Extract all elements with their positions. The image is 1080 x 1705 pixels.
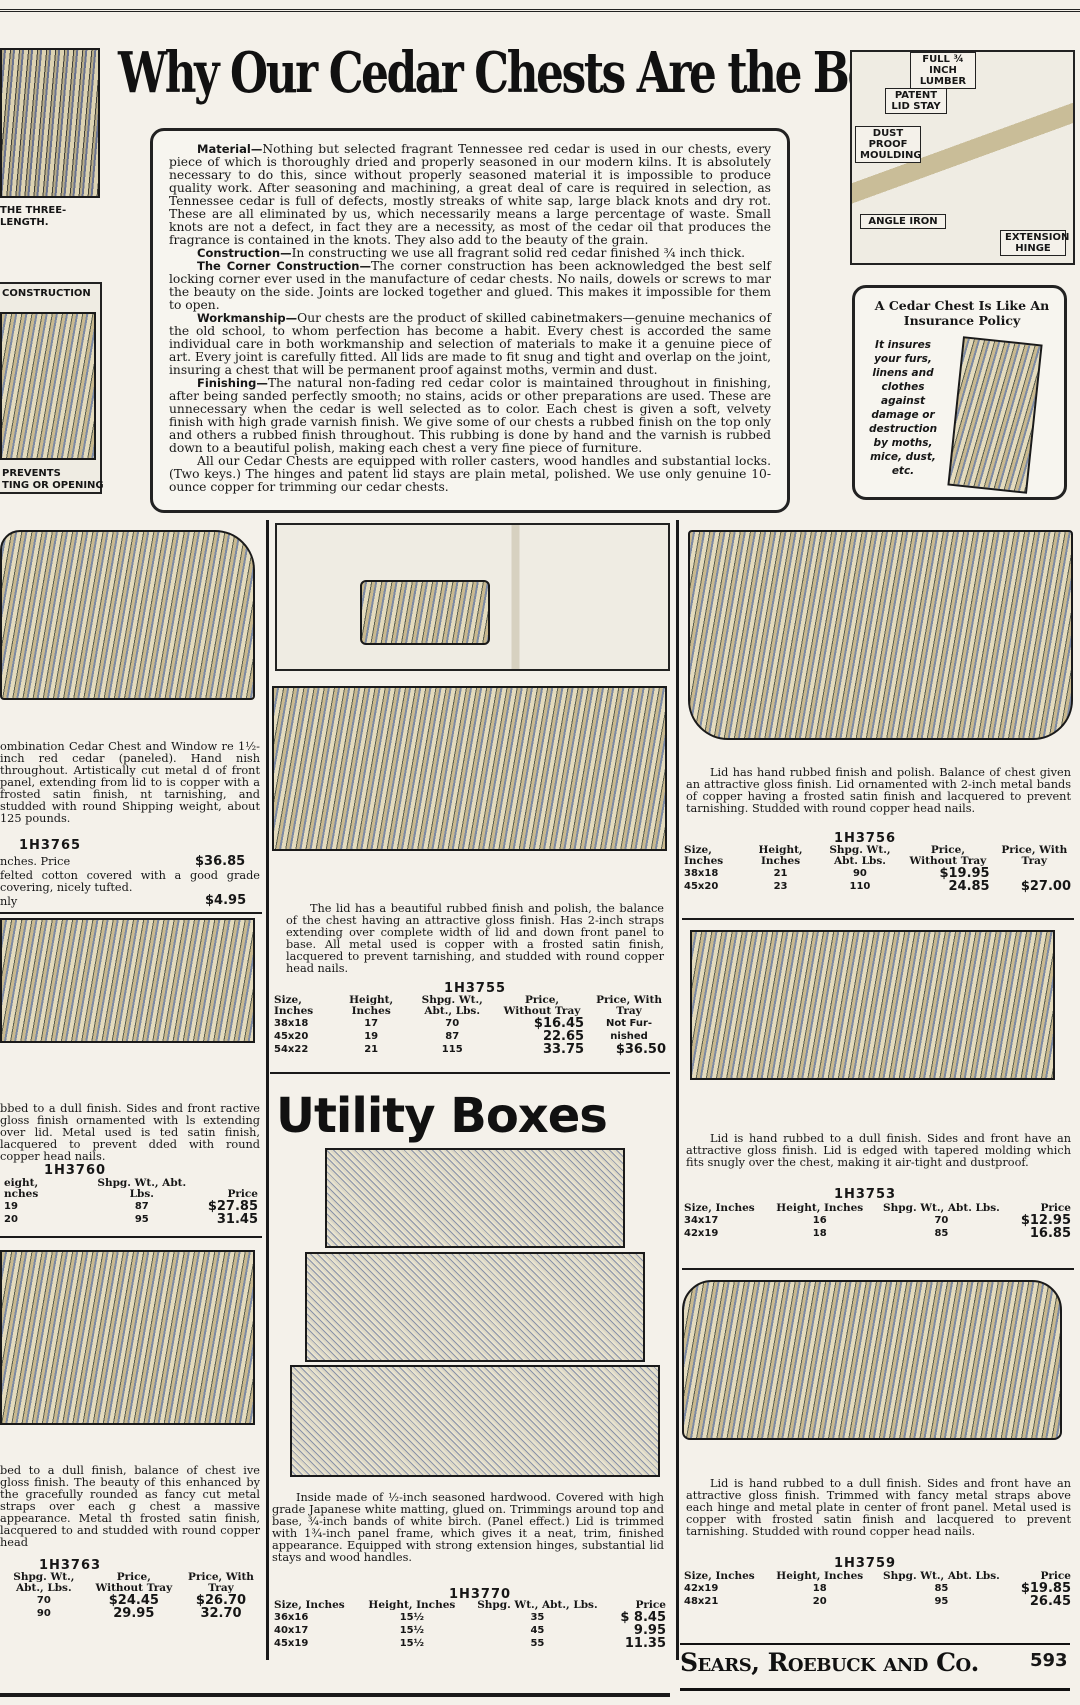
publisher-brand: Sears, Roebuck and Co.: [680, 1648, 979, 1677]
h3756-description: Lid has hand rubbed finish and polish. B…: [686, 766, 1071, 815]
h3759-catalog-number: 1H3759: [833, 1556, 897, 1571]
callout-dust-proof-moulding: DUST PROOF MOULDING: [855, 126, 922, 163]
section-divider: [682, 1268, 1074, 1270]
rounded-chest-illustration: [0, 1250, 255, 1425]
h3753-description: Lid is hand rubbed to a dull finish. Sid…: [686, 1132, 1071, 1169]
window-seat-in-room: [360, 580, 490, 645]
table-row: 70$24.45$26.70: [36, 1593, 247, 1608]
wood-joint-illustration: [0, 312, 96, 460]
page-number: 593: [1030, 1650, 1068, 1671]
scroll-end-chest-illustration: [682, 1280, 1062, 1440]
corner-construction-illustration: [0, 48, 100, 198]
h3765-cushion-label: nly: [0, 895, 18, 908]
section-divider: [0, 912, 262, 914]
h3765-cushion-text: felted cotton covered with a good grade …: [0, 869, 260, 894]
callout-full-inch-lumber: FULL ¾ INCH LUMBER: [910, 52, 976, 89]
h3755-description: The lid has a beautiful rubbed finish an…: [286, 902, 664, 975]
banded-chest-illustration: [272, 686, 667, 851]
h3756-catalog-number: 1H3756: [833, 831, 897, 846]
column-divider: [676, 520, 679, 1660]
utility-box-small: [325, 1148, 625, 1248]
utility-box-medium: [305, 1252, 645, 1362]
h3765-catalog-number: 1H3765: [18, 838, 82, 853]
top-border: [0, 0, 1080, 12]
h3760-catalog-number: 1H3760: [43, 1163, 107, 1178]
diagram-label: TING OR OPENING: [2, 480, 104, 491]
diagram-label: LENGTH.: [0, 217, 49, 228]
diagram-label: THE THREE-: [0, 205, 67, 216]
paneled-chest-illustration: [0, 918, 255, 1043]
h3765-price-label: nches. Price: [0, 855, 71, 868]
plain-chest-illustration: [690, 930, 1055, 1080]
equipment-paragraph: All our Cedar Chests are equipped with r…: [169, 454, 771, 494]
policy-document-illustration: [947, 336, 1043, 494]
material-paragraph: Material—Nothing but selected fragrant T…: [169, 142, 771, 247]
h3763-catalog-number: 1H3763: [38, 1558, 102, 1573]
h3763-spec-table: Shpg. Wt., Abt., Lbs.Price, Without Tray…: [0, 1572, 262, 1621]
window-seat-chest-illustration: [0, 530, 255, 700]
diagram-label: CONSTRUCTION: [2, 288, 91, 299]
section-divider: [270, 1072, 670, 1074]
h3759-description: Lid is hand rubbed to a dull finish. Sid…: [686, 1477, 1071, 1538]
h3756-spec-table: Size, Inches Height, Inches Shpg. Wt., A…: [680, 845, 1075, 894]
h3755-catalog-number: 1H3755: [443, 981, 507, 996]
insurance-text: It insures your furs, linens and clothes…: [868, 339, 938, 477]
construction-paragraph: Construction—In constructing we use all …: [197, 246, 746, 260]
h3755-spec-table: Size, Inches Height, Inches Shpg. Wt., A…: [270, 995, 670, 1057]
callout-extension-hinge: EXTENSION HINGE: [1000, 230, 1069, 256]
footer-rule: [680, 1643, 1070, 1645]
h3770-catalog-number: 1H3770: [448, 1587, 512, 1602]
utility-box-large: [290, 1365, 660, 1477]
h3765-description: ombination Cedar Chest and Window re 1½-…: [0, 740, 260, 825]
cabriole-leg-chest-illustration: [688, 530, 1073, 740]
bottom-border: [0, 1693, 670, 1697]
callout-patent-lid-stay: PATENT LID STAY: [885, 88, 947, 114]
h3760-description: bbed to a dull finish. Sides and front r…: [0, 1102, 260, 1163]
workmanship-paragraph: Workmanship—Our chests are the product o…: [169, 311, 771, 377]
callout-angle-iron: ANGLE IRON: [860, 214, 946, 229]
insurance-policy-box: A Cedar Chest Is Like An Insurance Polic…: [852, 285, 1067, 500]
h3765-price: $36.85: [195, 854, 246, 869]
utility-boxes-title: Utility Boxes: [276, 1088, 608, 1144]
page-title: Why Our Cedar Chests Are the Best: [118, 40, 915, 106]
section-divider: [0, 1236, 262, 1238]
intro-text-panel: Material—Nothing but selected fragrant T…: [150, 128, 790, 513]
insurance-title: A Cedar Chest Is Like An Insurance Polic…: [874, 298, 1050, 328]
h3753-catalog-number: 1H3753: [833, 1187, 897, 1202]
diagram-label: PREVENTS: [2, 468, 61, 479]
section-divider: [682, 918, 1074, 920]
finishing-paragraph: Finishing—The natural non-fading red ced…: [169, 376, 771, 455]
h3765-cushion-price: $4.95: [205, 893, 247, 908]
h3770-description: Inside made of ½-inch seasoned hardwood.…: [272, 1491, 664, 1564]
corner-construction-paragraph: The Corner Construction—The corner const…: [169, 259, 771, 312]
column-divider: [266, 520, 269, 1660]
footer-rule: [680, 1688, 1070, 1691]
h3763-description: bed to a dull finish, balance of chest i…: [0, 1464, 260, 1549]
